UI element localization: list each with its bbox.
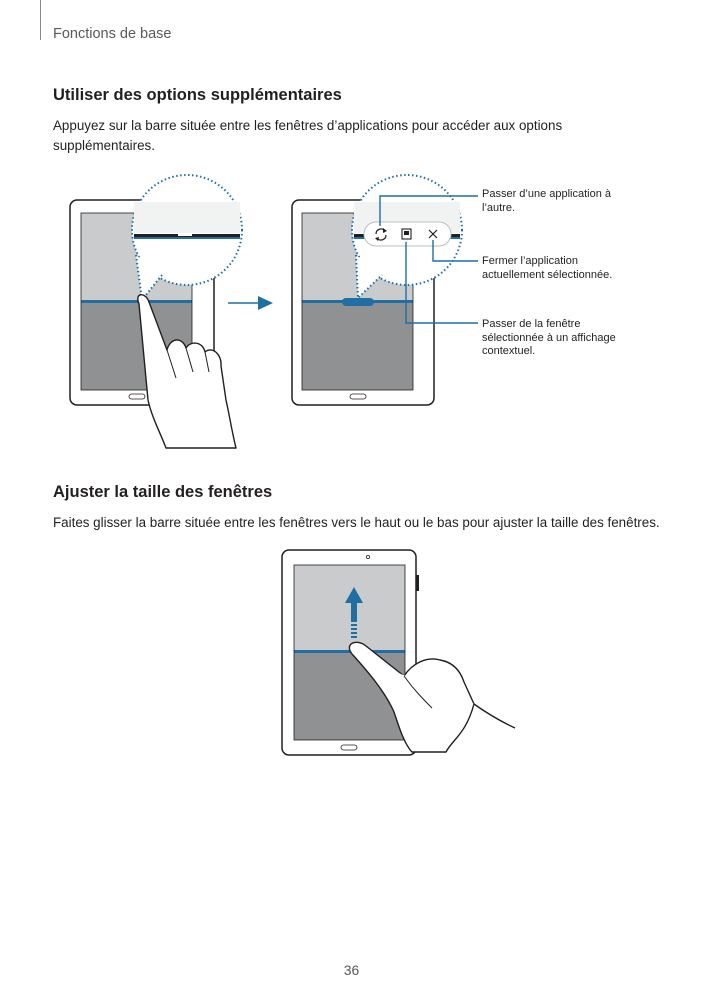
callout-popup-view: Passer de la fenêtre sélectionnée à un a… bbox=[482, 318, 652, 359]
callout-popup-line-2: sélectionnée à un affichage bbox=[482, 331, 616, 344]
section-heading-resize-windows: Ajuster la taille des fenêtres bbox=[53, 483, 273, 501]
close-icon bbox=[428, 229, 438, 239]
callout-switch-apps: Passer d’une application à l’autre. bbox=[482, 188, 652, 215]
callout-switch-line-1: Passer d’une application à bbox=[482, 188, 612, 200]
tablet-illustration-3 bbox=[281, 549, 419, 756]
finger-icon bbox=[348, 641, 516, 753]
zoom-bubble-2 bbox=[351, 174, 463, 301]
running-header: Fonctions de base bbox=[53, 26, 172, 42]
swap-apps-icon bbox=[375, 228, 387, 241]
margin-rule bbox=[40, 0, 41, 40]
arrow-up-icon bbox=[345, 587, 363, 638]
page-number: 36 bbox=[343, 962, 360, 978]
zoom-bubble-1 bbox=[131, 174, 243, 303]
callout-popup-line-3: contextuel. bbox=[482, 345, 536, 357]
section-body-resize: Faites glisser la barre située entre les… bbox=[53, 515, 660, 530]
popup-view-icon bbox=[401, 228, 412, 240]
arrow-right-icon bbox=[228, 296, 273, 310]
section-heading-extra-options: Utiliser des options supplémentaires bbox=[53, 86, 342, 104]
section-body-line-1: Appuyez sur la barre située entre les fe… bbox=[53, 118, 563, 133]
callout-leaders bbox=[379, 195, 478, 324]
callout-close-line-1: Fermer l’application bbox=[482, 255, 578, 267]
callout-close-app: Fermer l’application actuellement sélect… bbox=[482, 255, 652, 282]
finger-icon bbox=[137, 294, 237, 449]
section-body-line-2: supplémentaires. bbox=[53, 138, 155, 153]
callout-switch-line-2: l’autre. bbox=[482, 201, 516, 214]
callout-popup-line-1: Passer de la fenêtre bbox=[482, 318, 581, 330]
callout-close-line-2: actuellement sélectionnée. bbox=[482, 268, 613, 281]
